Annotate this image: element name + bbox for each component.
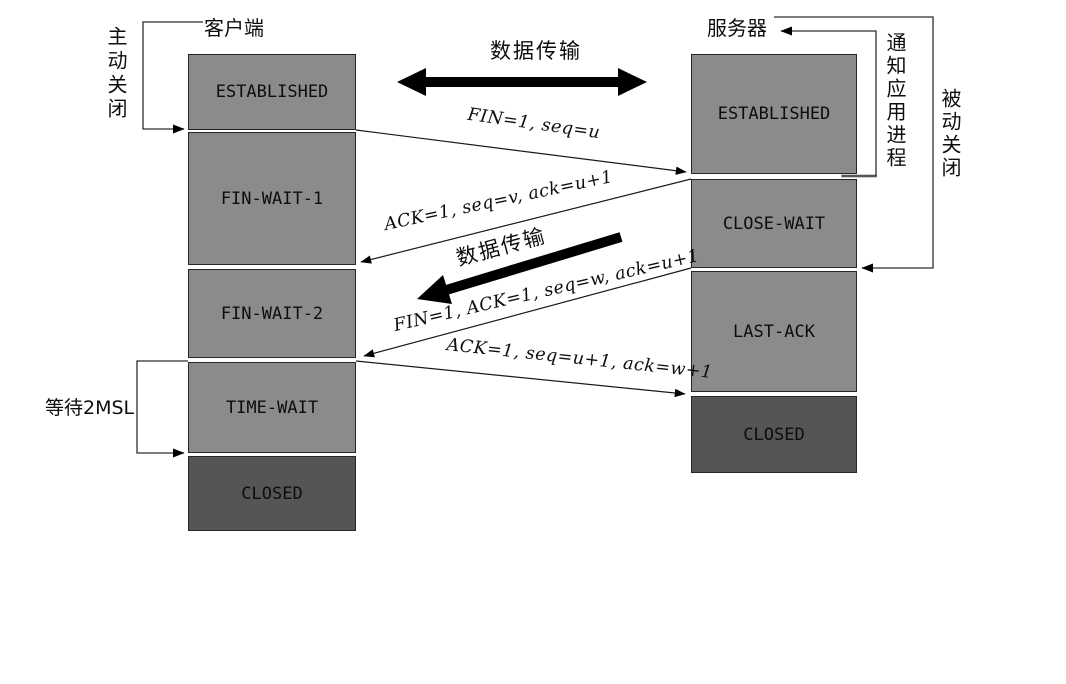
server-last-ack-box: LAST-ACK xyxy=(691,271,857,392)
wait-2msl-arrow xyxy=(136,360,188,458)
data-transfer-top-label: 数据传输 xyxy=(490,39,582,63)
client-fin-wait-1-box: FIN-WAIT-1 xyxy=(188,132,356,265)
ack-message-line xyxy=(360,178,692,264)
server-established-box: ESTABLISHED xyxy=(691,54,857,174)
wait-2msl-label: 等待2MSL xyxy=(45,397,135,419)
client-closed-box: CLOSED xyxy=(188,456,356,531)
notify-app-label: 通知应用进程 xyxy=(883,32,907,170)
server-close-wait-box: CLOSE-WAIT xyxy=(691,179,857,268)
server-closed-box: CLOSED xyxy=(691,396,857,473)
final-ack-message-line xyxy=(355,360,686,398)
client-fin-wait-2-box: FIN-WAIT-2 xyxy=(188,269,356,358)
data-transfer-double-arrow xyxy=(397,68,647,96)
data-transfer-left-arrow xyxy=(417,232,623,304)
server-title: 服务器 xyxy=(707,16,767,40)
passive-close-label: 被动关闭 xyxy=(938,88,962,180)
active-close-arrow xyxy=(142,21,203,134)
fin-ack-message-line xyxy=(363,267,692,358)
notify-app-arrow xyxy=(780,26,877,177)
client-title: 客户端 xyxy=(204,16,264,40)
client-established-box: ESTABLISHED xyxy=(188,54,356,130)
client-time-wait-box: TIME-WAIT xyxy=(188,362,356,453)
passive-close-arrow xyxy=(774,16,934,273)
active-close-label: 主动关闭 xyxy=(104,26,128,122)
fin-message-line xyxy=(355,129,687,175)
